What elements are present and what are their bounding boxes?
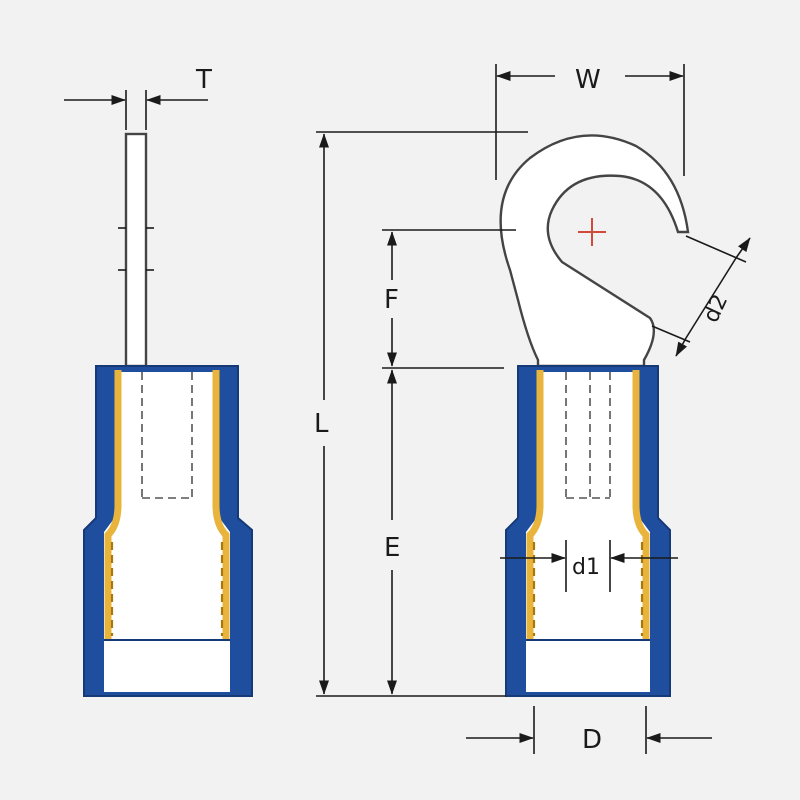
dimension-E: E [384,369,400,695]
hook-tongue [499,134,690,368]
front-view-metal-sleeve [526,370,650,640]
label-L: L [314,409,329,439]
dimension-D: D [466,706,712,755]
label-D: D [582,725,602,755]
label-d1: d1 [572,555,600,580]
label-F: F [384,285,399,315]
label-E: E [384,533,400,563]
front-view-bottom-band [526,640,650,692]
dimension-T: T [64,65,212,130]
label-d2: d2 [699,291,733,327]
front-view: W L F E d1 [314,64,751,755]
label-T: T [195,65,212,95]
front-view-bore [526,372,650,640]
dimension-F: F [382,229,516,369]
side-view: T [64,65,253,697]
dimension-W: W [495,64,685,180]
side-view-bore [104,372,230,640]
dimension-d1: d1 [500,540,678,592]
dimension-L: L [314,131,528,697]
dimension-d2: d2 [651,235,751,357]
side-view-metal-sleeve [104,370,230,640]
center-mark [578,218,606,246]
label-W: W [575,65,601,95]
side-view-bottom-band [104,640,230,692]
side-view-tongue [124,132,148,368]
